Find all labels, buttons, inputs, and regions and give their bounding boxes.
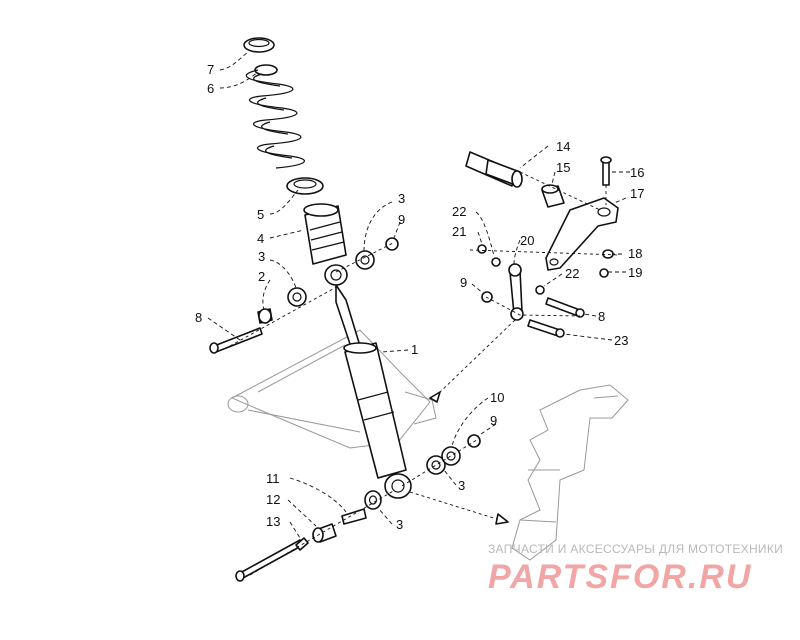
lower-bushing-part-3c bbox=[426, 455, 446, 475]
nut-part-9b bbox=[481, 291, 493, 303]
callout-21: 21 bbox=[452, 224, 466, 239]
washer-part-18 bbox=[602, 249, 614, 259]
washer-part-22b bbox=[535, 285, 545, 295]
callout-12: 12 bbox=[266, 492, 280, 507]
washer-part-10 bbox=[441, 446, 461, 466]
callout-10: 10 bbox=[490, 390, 504, 405]
watermark-logo: PARTSFOR.RU bbox=[488, 558, 752, 596]
callout-23: 23 bbox=[614, 333, 628, 348]
callout-8-a: 8 bbox=[195, 310, 202, 325]
bolt-part-16 bbox=[600, 156, 612, 186]
callout-9-a: 9 bbox=[398, 212, 405, 227]
callout-3-d: 3 bbox=[396, 517, 403, 532]
assembly-lines bbox=[229, 171, 621, 576]
bolt-part-8a bbox=[209, 327, 263, 354]
spring-cap-part-7 bbox=[243, 37, 275, 53]
callout-22-b: 22 bbox=[565, 266, 579, 281]
watermark-tagline: ЗАПЧАСТИ И АКСЕССУАРЫ ДЛЯ МОТОТЕХНИКИ bbox=[488, 542, 783, 556]
bump-stop-part-4 bbox=[303, 203, 347, 265]
callout-16: 16 bbox=[630, 165, 644, 180]
sleeve-part-12 bbox=[312, 523, 337, 543]
nut-part-9c bbox=[467, 434, 481, 448]
bolt-part-8b bbox=[545, 297, 585, 318]
callout-22-a: 22 bbox=[452, 204, 466, 219]
spring-seat-part-5 bbox=[286, 177, 324, 195]
callout-2: 2 bbox=[258, 269, 265, 284]
upper-bushing-part-3a bbox=[355, 250, 375, 270]
retainer-part-6 bbox=[254, 64, 278, 76]
link-rod-part-20 bbox=[508, 263, 524, 321]
upper-bushing-part-3b bbox=[287, 287, 307, 307]
callout-8-b: 8 bbox=[598, 309, 605, 324]
nut-part-21 bbox=[477, 244, 487, 254]
callout-4: 4 bbox=[257, 231, 264, 246]
callout-20: 20 bbox=[520, 233, 534, 248]
callout-5: 5 bbox=[257, 207, 264, 222]
callout-numbers: 7 6 5 4 3 9 3 2 8 1 14 15 16 17 22 21 20… bbox=[195, 62, 644, 532]
bolt-part-23 bbox=[527, 319, 565, 338]
washer-part-22a bbox=[491, 257, 501, 267]
callout-3-b: 3 bbox=[258, 249, 265, 264]
coil-spring bbox=[245, 69, 305, 169]
callout-18: 18 bbox=[628, 246, 642, 261]
a-arm-outline bbox=[227, 329, 437, 449]
shock-absorber-part-1 bbox=[324, 264, 412, 499]
nut-part-19 bbox=[599, 268, 609, 278]
lower-bushing-part-3d bbox=[364, 490, 382, 510]
watermark: ЗАПЧАСТИ И АКСЕССУАРЫ ДЛЯ МОТОТЕХНИКИ PA… bbox=[488, 542, 783, 596]
sway-bar-part-14 bbox=[465, 151, 523, 188]
callout-1: 1 bbox=[411, 342, 418, 357]
callout-15: 15 bbox=[556, 160, 570, 175]
callout-9-b: 9 bbox=[460, 275, 467, 290]
callout-7-top: 7 bbox=[207, 62, 214, 77]
callout-17: 17 bbox=[630, 186, 644, 201]
callout-13: 13 bbox=[266, 514, 280, 529]
callout-3-c: 3 bbox=[458, 478, 465, 493]
callout-9-c: 9 bbox=[490, 413, 497, 428]
callout-leaders bbox=[207, 51, 630, 539]
callout-11: 11 bbox=[266, 471, 280, 486]
spindle-outline bbox=[511, 384, 629, 561]
callout-3-a: 3 bbox=[398, 191, 405, 206]
callout-19: 19 bbox=[628, 265, 642, 280]
long-bolt-part-13 bbox=[235, 537, 309, 582]
callout-14: 14 bbox=[556, 139, 570, 154]
callout-6-top: 6 bbox=[207, 81, 214, 96]
arm-part-17 bbox=[545, 197, 619, 271]
bushing-part-15 bbox=[541, 184, 565, 208]
sleeve-part-2 bbox=[257, 308, 273, 324]
sleeve-part-11 bbox=[341, 508, 367, 525]
